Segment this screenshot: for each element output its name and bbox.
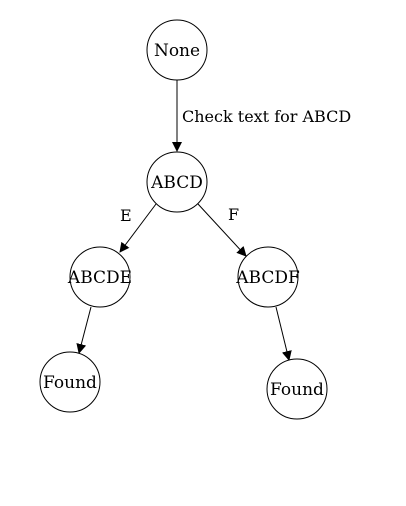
node-abcdf-label: ABCDF [235,268,300,288]
node-found-right-label: Found [270,380,324,400]
node-none-label: None [154,41,200,61]
edge-abcd-to-abcde [119,203,157,253]
edge-label-f: F [228,205,239,224]
edge-abcde-to-found [76,306,92,354]
node-none: None [146,19,208,81]
node-found-left: Found [39,351,101,413]
node-found-right: Found [266,358,328,420]
edge-abcd-to-abcdf [197,203,247,257]
node-abcde: ABCDE [67,246,132,308]
node-abcd-label: ABCD [150,173,203,193]
edge-abcdf-to-found [275,306,292,361]
node-abcdf: ABCDF [235,246,300,308]
node-abcd: ABCD [146,151,208,213]
node-abcde-label: ABCDE [67,268,132,288]
edge-label-check-text: Check text for ABCD [182,107,351,126]
edge-label-e: E [120,206,132,225]
node-found-left-label: Found [43,373,97,393]
